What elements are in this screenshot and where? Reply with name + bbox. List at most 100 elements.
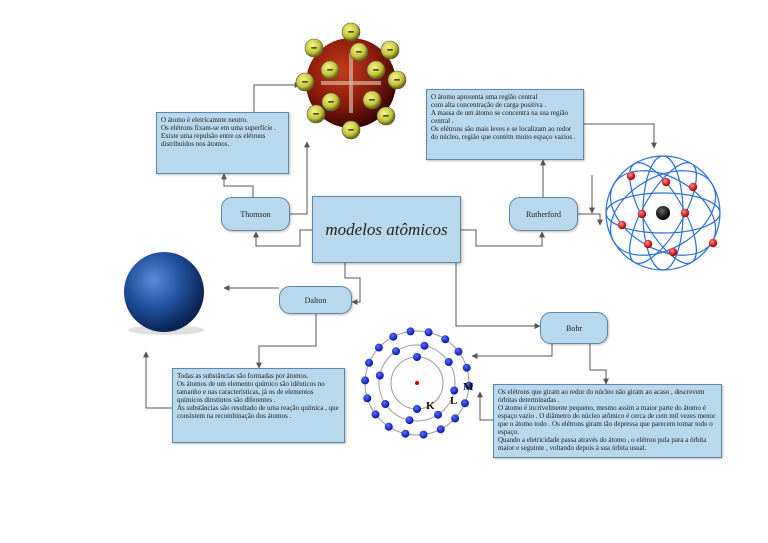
connector-dalton-note (256, 314, 317, 369)
connector-central-bohr (455, 263, 541, 329)
thomson-electron: − (341, 22, 361, 42)
bohr-electron (363, 394, 372, 403)
electron-sign: − (373, 65, 379, 77)
shell-label-l: L (450, 395, 457, 407)
thomson-atom-image: −−−−−−−−−−−−− (295, 22, 407, 140)
thomson-electron: − (341, 120, 361, 140)
connector-bohr-image (471, 344, 553, 359)
bohr-electron (413, 353, 421, 361)
connector-thomsonnote-image (253, 82, 301, 112)
node-bohr[interactable]: Bohr (540, 312, 608, 344)
bohr-electron (464, 381, 473, 390)
electron-sign: − (302, 77, 308, 89)
node-rutherford[interactable]: Rutherford (509, 197, 578, 231)
bohr-electron (424, 328, 433, 337)
bohr-electron (374, 343, 383, 352)
connector-central-dalton (344, 263, 361, 305)
connector-bohr-note (589, 344, 609, 385)
thomson-electron: − (321, 92, 341, 112)
electron-sign: − (387, 45, 393, 57)
bohr-electron (436, 425, 445, 434)
rutherford-electron (708, 238, 718, 248)
rutherford-atom-image (605, 155, 721, 271)
thomson-electron: − (376, 106, 396, 126)
bohr-electron (375, 371, 384, 380)
bohr-electron (381, 400, 390, 408)
bohr-electron (444, 358, 453, 366)
rutherford-electron (643, 239, 653, 249)
connector-thomson-image (290, 141, 310, 215)
bohr-electron (405, 416, 414, 425)
connector-central-thomson (253, 229, 312, 247)
bohr-electron (384, 422, 393, 431)
central-topic[interactable]: modelos atômicos (312, 196, 461, 263)
thomson-electron: − (362, 90, 382, 110)
bohr-electron (389, 332, 398, 341)
bohr-electron (401, 429, 410, 438)
bohr-electron (462, 363, 471, 372)
thomson-electron: − (380, 40, 400, 60)
connectors (143, 82, 657, 421)
electron-sign: − (383, 111, 389, 123)
bohr-electron (392, 347, 400, 356)
bohr-electron (451, 414, 460, 423)
rutherford-electron (668, 247, 678, 257)
thomson-electron: − (349, 42, 369, 62)
electron-sign: − (328, 97, 334, 109)
bohr-electron (361, 376, 370, 385)
connector-thomson-note (221, 173, 254, 197)
thomson-electron: − (304, 38, 324, 58)
thomson-electron: − (306, 104, 326, 124)
bohr-electron (454, 347, 463, 356)
shell-label-m: M (463, 381, 474, 393)
electron-sign: − (369, 95, 375, 107)
bohr-electron (406, 327, 415, 336)
bohr-electron (434, 410, 442, 419)
thomson-electron: − (366, 60, 386, 80)
bohr-nucleus (415, 381, 419, 385)
electron-sign: − (313, 109, 319, 121)
electron-sign: − (394, 75, 400, 87)
thomson-electron: − (295, 72, 315, 92)
rutherford-electrons (617, 171, 718, 257)
rutherford-note: O átomo apresenta uma região central com… (426, 89, 584, 160)
thomson-electrons: −−−−−−−−−−−−− (295, 22, 407, 140)
rutherford-electron (680, 208, 690, 218)
bohr-electron (441, 335, 450, 344)
electron-sign: − (311, 43, 317, 55)
rutherford-electron (688, 182, 698, 192)
bohr-note: Os elétrons que giram ao redor do núcleo… (493, 384, 722, 458)
node-dalton[interactable]: Dalton (279, 286, 352, 314)
bohr-electron (365, 358, 374, 367)
electron-sign: − (356, 47, 362, 59)
connector-daltonnote-image (143, 351, 172, 409)
bohr-atom-image: K L M (361, 327, 474, 439)
connector-bohrnote-image (477, 391, 493, 421)
bohr-electron (419, 430, 428, 439)
bohr-electron (420, 341, 429, 350)
rutherford-nucleus (656, 206, 670, 220)
thomson-electron: − (387, 70, 407, 90)
connector-central-rutherford (461, 229, 545, 247)
bohr-electron (371, 410, 380, 419)
dalton-note: Todas as substâncias são formadas por át… (172, 368, 345, 443)
connector-rutherford-image (578, 213, 603, 226)
bohr-electron (413, 405, 421, 413)
rutherford-electron (637, 209, 647, 219)
electron-sign: − (348, 27, 354, 39)
thomson-electron: − (320, 60, 340, 80)
electron-sign: − (327, 65, 333, 77)
rutherford-electron (617, 220, 627, 230)
electron-sign: − (348, 125, 354, 137)
connector-rutherfordnote-image (584, 123, 657, 149)
rutherford-electron (626, 171, 636, 181)
dalton-sphere-image (124, 252, 204, 335)
thomson-note: O átomo é eletricamnte neutro. Os elétro… (156, 112, 289, 174)
shell-label-k: K (426, 400, 435, 412)
bohr-electron (450, 386, 459, 395)
rutherford-electron (661, 177, 671, 187)
node-thomson[interactable]: Thomson (221, 197, 290, 231)
bohr-electron (460, 399, 469, 408)
bohr-electrons (361, 327, 473, 439)
